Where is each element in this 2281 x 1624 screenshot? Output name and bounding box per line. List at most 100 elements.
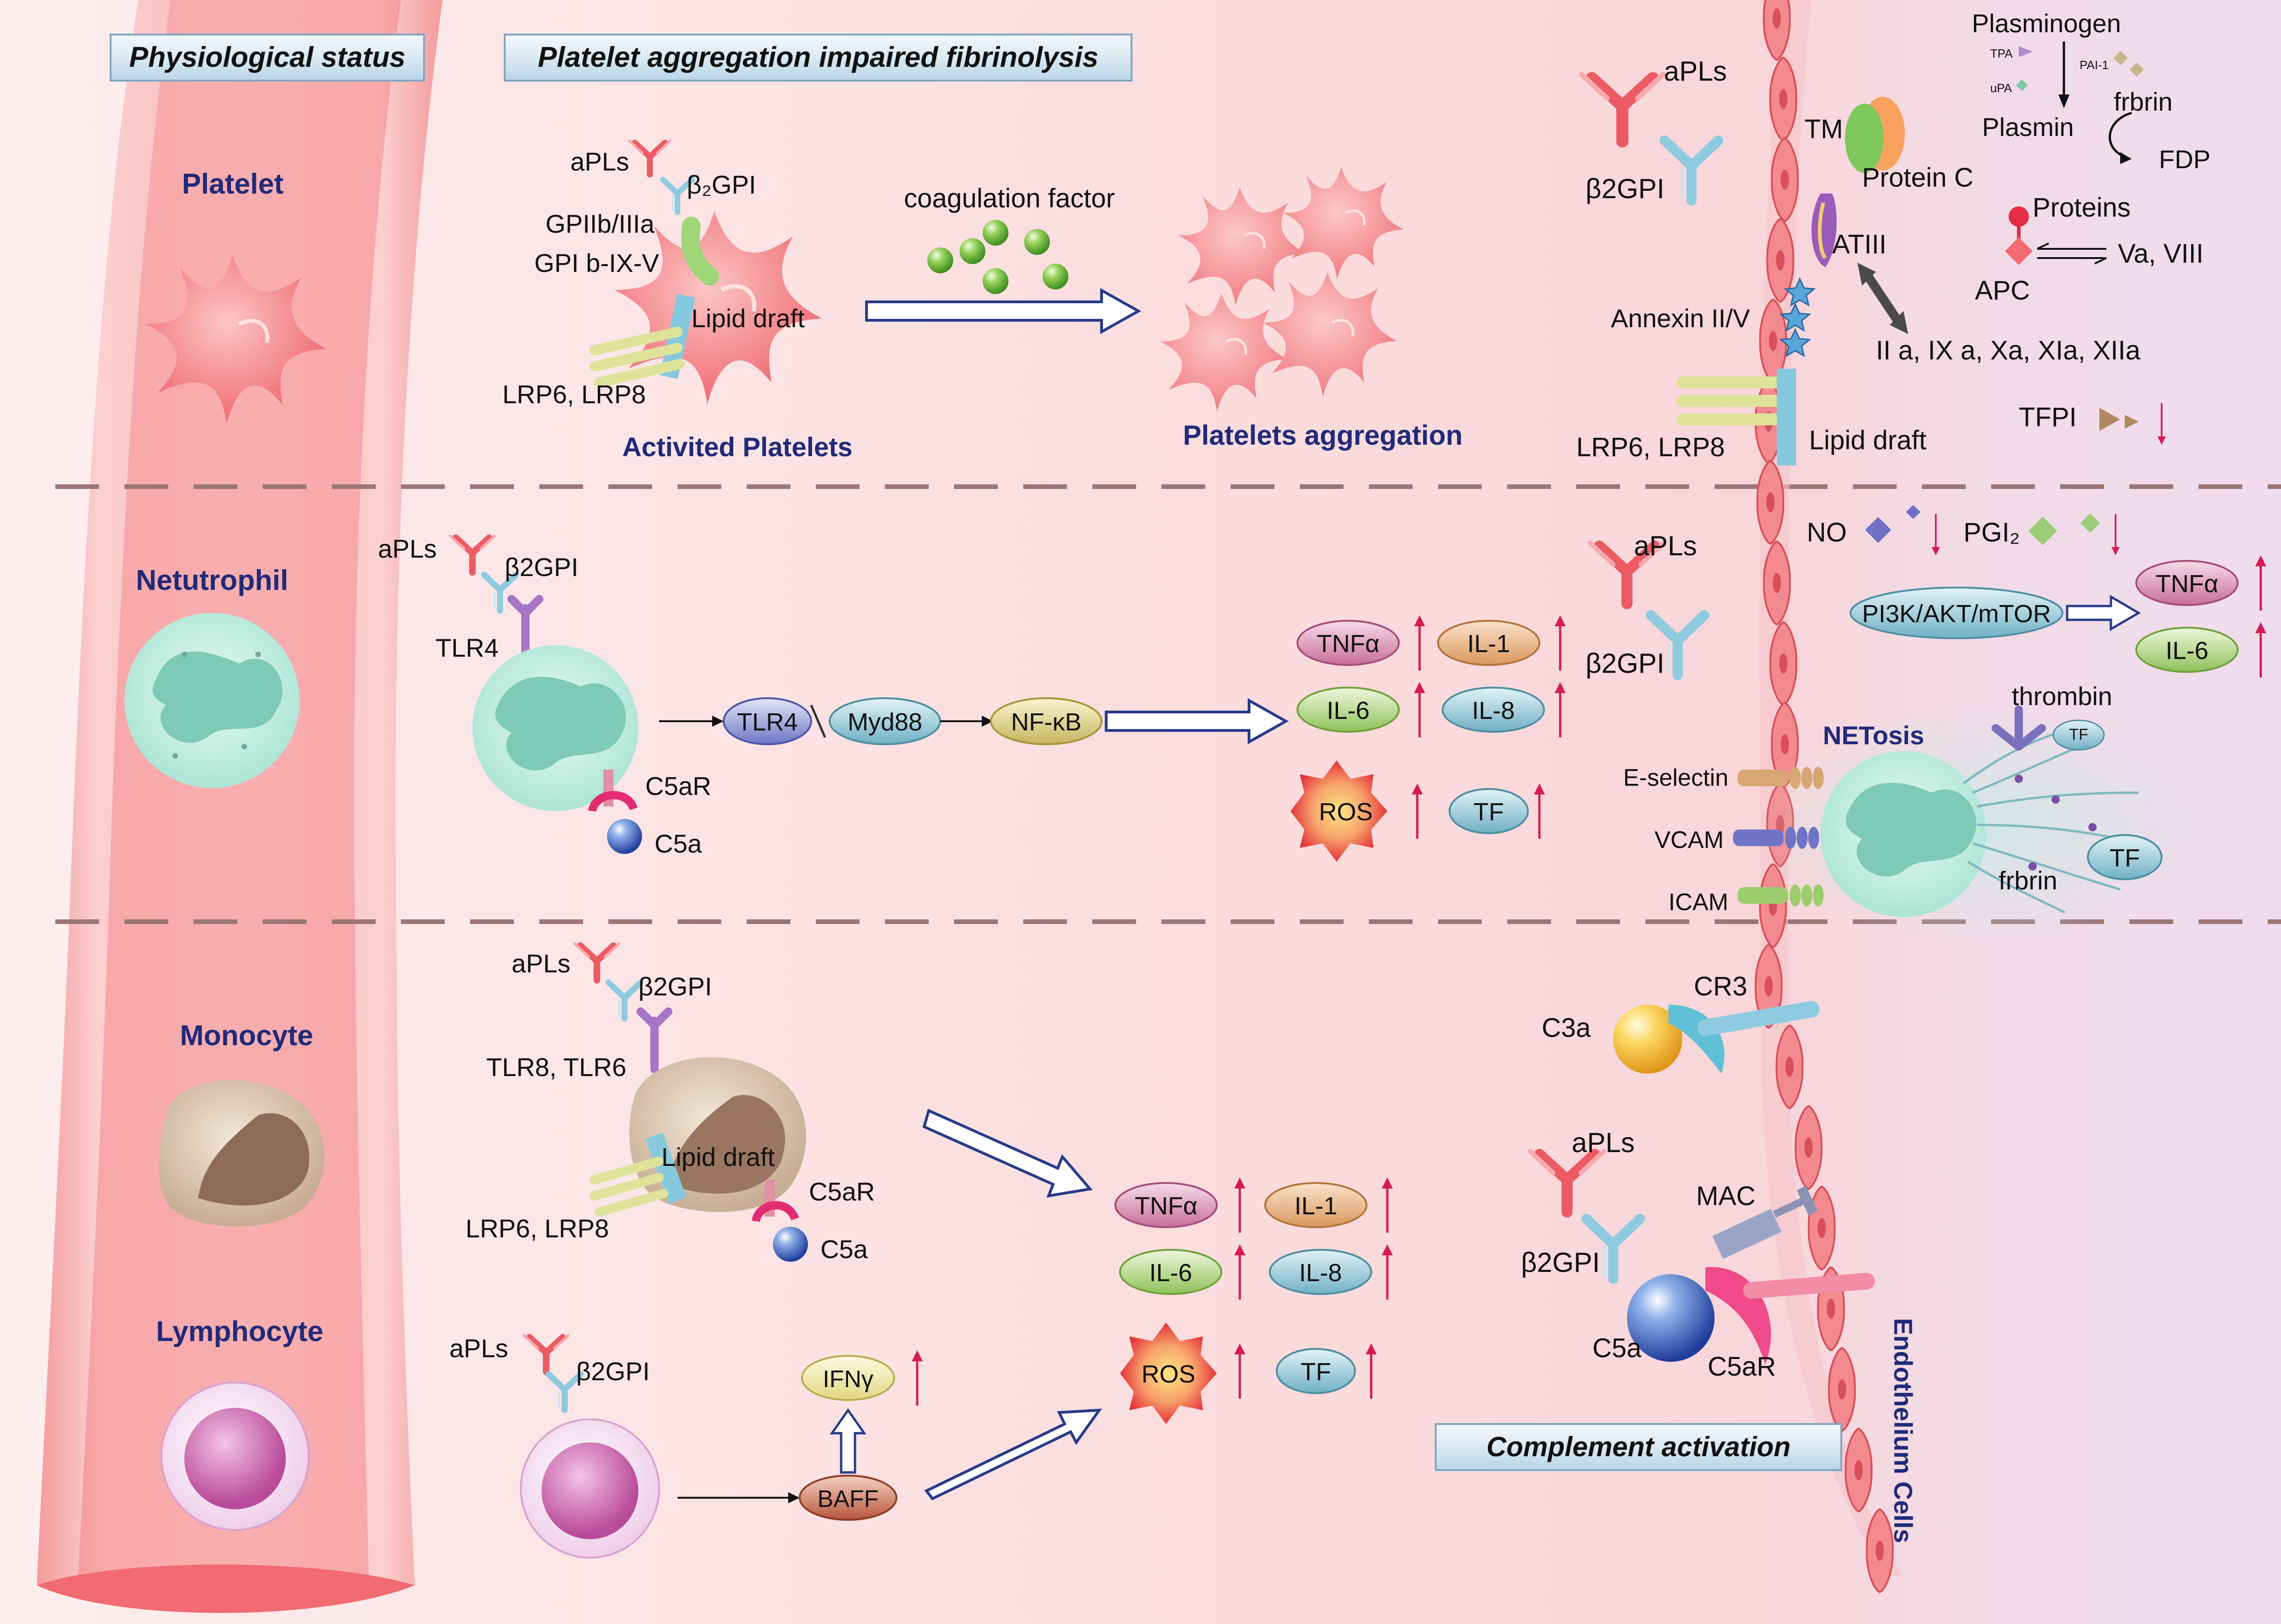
comp-c5a-label: C5a — [1592, 1333, 1642, 1363]
monocyte-icon — [159, 1080, 324, 1227]
mono-il8-pill[interactable]: IL-8 — [1269, 1249, 1372, 1295]
lymph-ros-label: ROS — [1141, 1360, 1195, 1388]
endothelial-cell — [1769, 57, 1798, 141]
neut-il8-pill[interactable]: IL-8 — [1442, 687, 1545, 733]
upa-label: uPA — [1990, 81, 2012, 95]
lymph-ros-burst[interactable]: ROS — [1120, 1323, 1217, 1424]
mac-label: MAC — [1696, 1181, 1756, 1211]
platelet-lrp-label: LRP6, LRP8 — [502, 380, 646, 409]
net-tf-pill-2[interactable]: TF — [2087, 834, 2163, 880]
banner-platelet-impaired-text: Platelet aggregation impaired fibrinolys… — [538, 41, 1098, 73]
banner-platelet-impaired: Platelet aggregation impaired fibrinolys… — [504, 34, 1132, 82]
endo-il6-label: IL-6 — [2165, 637, 2208, 665]
mono-tnfa-label: TNFα — [1135, 1192, 1197, 1220]
net-tf-pill-1[interactable]: TF — [2052, 719, 2105, 751]
endothelium-label: Endothelium Cells — [1889, 1318, 1918, 1543]
endothelial-cell — [1763, 541, 1791, 625]
cr3-label: CR3 — [1694, 971, 1747, 1001]
lymph-b2gpi-label: β2GPI — [576, 1357, 650, 1386]
fib-lrp-label: LRP6, LRP8 — [1576, 432, 1725, 462]
ifng-node[interactable]: IFNγ — [801, 1355, 895, 1401]
neutrophil-cell — [472, 645, 638, 811]
fib-b2gpi-label: β2GPI — [1586, 173, 1664, 204]
neut-tnfa-pill[interactable]: TNFα — [1297, 620, 1400, 666]
activated-platelets-label: Activited Platelets — [622, 432, 853, 462]
endo-b2gpi-label: β2GPI — [1586, 648, 1664, 679]
neut-il1-label: IL-1 — [1467, 630, 1510, 658]
comp-apls-label: aPLs — [1572, 1127, 1635, 1158]
tlr4-node[interactable]: TLR4 — [723, 697, 812, 745]
ifng-label: IFNγ — [823, 1366, 873, 1393]
endo-tnfa-pill[interactable]: TNFα — [2135, 560, 2239, 606]
mono-il8-label: IL-8 — [1299, 1259, 1342, 1287]
mono-tnfa-pill[interactable]: TNFα — [1114, 1182, 1218, 1228]
endo-il6-pill[interactable]: IL-6 — [2135, 627, 2239, 673]
neut-tf-label: TF — [1474, 798, 1504, 826]
mac-shape — [1712, 1186, 1818, 1259]
vcam-label: VCAM — [1655, 827, 1724, 853]
endo-apls-label: aPLs — [1634, 530, 1697, 561]
neut-tnfa-label: TNFα — [1317, 630, 1379, 658]
activated-platelet — [589, 141, 822, 404]
endothelial-cell — [1775, 1024, 1804, 1109]
myd88-node[interactable]: Myd88 — [829, 697, 941, 745]
open-arrow-icon — [2066, 594, 2141, 631]
lymph-tf-pill[interactable]: TF — [1276, 1348, 1356, 1394]
factors-label: II a, IX a, Xa, XIa, XIIa — [1876, 335, 2141, 365]
nfkb-node[interactable]: NF-κB — [990, 697, 1102, 745]
tm-protein-c — [1845, 97, 1905, 173]
proteins-label: Proteins — [2033, 193, 2131, 223]
mono-il1-pill[interactable]: IL-1 — [1264, 1182, 1367, 1228]
mono-apls-label: aPLs — [512, 949, 571, 978]
va-viii-label: Va, VIII — [2118, 239, 2204, 269]
neutrophil-icon — [124, 613, 300, 788]
net-frbrin-label: frbrin — [1998, 866, 2057, 895]
endothelium-wall — [1755, 0, 1904, 1593]
neut-il6-pill[interactable]: IL-6 — [1297, 687, 1400, 733]
apc-label: APC — [1975, 276, 2030, 306]
plasmin-label: Plasmin — [1982, 112, 2074, 141]
pathway-node[interactable]: PI3K/AKT/mTOR — [1850, 587, 2063, 639]
fdp-label: FDP — [2159, 145, 2210, 174]
tfpi-label: TFPI — [2019, 402, 2077, 432]
platelet-lipid-draft-label: Lipid draft — [691, 304, 805, 333]
platelet-apls-label: aPLs — [570, 147, 629, 176]
neut-c5ar-label: C5aR — [645, 771, 711, 800]
no-label: NO — [1807, 518, 1847, 547]
mono-il6-pill[interactable]: IL-6 — [1119, 1249, 1222, 1295]
tpa-label: TPA — [1990, 47, 2013, 60]
baff-node[interactable]: BAFF — [799, 1475, 897, 1521]
endothelial-cell — [1769, 621, 1798, 706]
lymphocyte-icon — [160, 1382, 310, 1531]
neut-il6-label: IL-6 — [1326, 697, 1369, 724]
dividers — [55, 484, 2281, 924]
neut-apls-label: aPLs — [378, 534, 437, 563]
open-arrow-icon — [922, 1108, 1093, 1198]
pgi2-label: PGI₂ — [1963, 518, 2020, 547]
banner-physiological-status: Physiological status — [110, 34, 425, 82]
fib-frbrin-label: frbrin — [2114, 87, 2173, 116]
label-lymphocyte: Lymphocyte — [156, 1316, 324, 1347]
endothelial-cell — [1794, 1105, 1823, 1190]
neut-ros-burst[interactable]: ROS — [1291, 760, 1387, 862]
protein-c-label: Protein C — [1862, 163, 1974, 193]
plasminogen-label: Plasminogen — [1972, 9, 2121, 38]
mono-il6-label: IL-6 — [1149, 1259, 1192, 1287]
neut-il8-label: IL-8 — [1472, 697, 1515, 724]
pai1-label: PAI-1 — [2080, 58, 2109, 72]
neut-il1-pill[interactable]: IL-1 — [1437, 620, 1540, 666]
neut-c5a-label: C5a — [654, 829, 702, 858]
lymph-apls-label: aPLs — [449, 1334, 508, 1363]
coagulation-factor-dots — [927, 220, 1068, 294]
icam-label: ICAM — [1668, 889, 1728, 916]
adhesion-molecules — [1733, 767, 1824, 906]
endothelial-cell — [1845, 1428, 1873, 1512]
baff-label: BAFF — [818, 1486, 879, 1512]
c3a-cr3 — [1613, 1001, 1820, 1074]
atiii-shape — [1811, 194, 1837, 267]
neut-tf-pill[interactable]: TF — [1449, 788, 1529, 834]
c3a-label: C3a — [1542, 1013, 1591, 1043]
lymph-tf-label: TF — [1301, 1358, 1331, 1386]
